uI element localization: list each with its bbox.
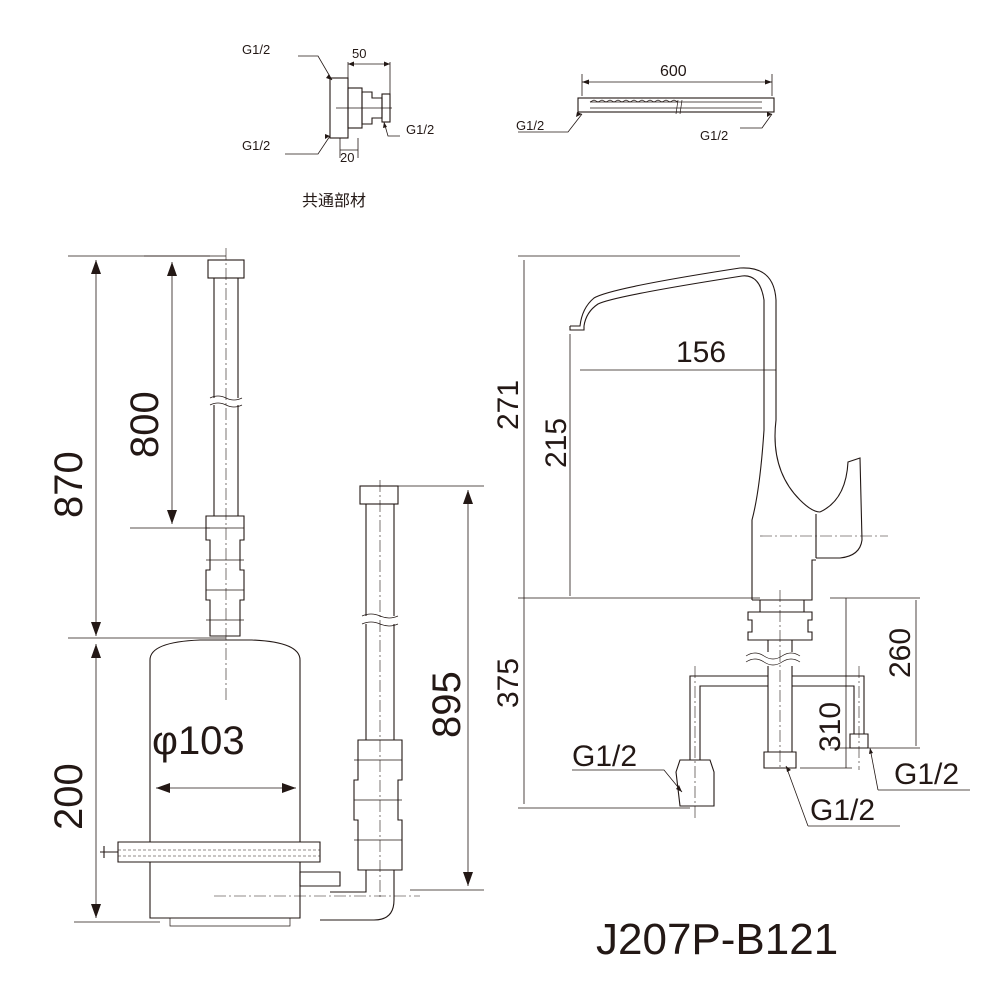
faucet-shank-310-label: 310 (814, 702, 847, 752)
filter-unit-drawing (68, 248, 484, 927)
filter-overall-height-label: 870 (47, 451, 91, 518)
filter-pipe-length-label: 800 (123, 391, 167, 458)
faucet-below-counter-label: 375 (492, 658, 525, 708)
filter-housing-diameter-label: φ103 (152, 719, 245, 763)
common-parts-caption: 共通部材 (302, 192, 366, 210)
hose-g-right-label: G1/2 (700, 128, 728, 143)
faucet-g-right-label: G1/2 (894, 758, 959, 791)
filter-outlet-height-label: 895 (425, 671, 469, 738)
hose-length-label: 600 (660, 63, 687, 80)
faucet-g-center-label: G1/2 (810, 794, 875, 827)
faucet-shank-260-label: 260 (884, 628, 917, 678)
adapter-width-label: 50 (352, 46, 366, 61)
hose-g-left-label: G1/2 (516, 118, 544, 133)
faucet-spout-reach-label: 156 (676, 336, 726, 369)
model-number: J207P-B121 (596, 915, 838, 964)
adapter-g-right-label: G1/2 (406, 122, 434, 137)
adapter-g-top-label: G1/2 (242, 42, 270, 57)
faucet-drawing (518, 255, 970, 827)
adapter-g-bottom-label: G1/2 (242, 138, 270, 153)
filter-housing-height-label: 200 (47, 763, 91, 830)
faucet-spout-clearance-label: 215 (540, 418, 573, 468)
faucet-g-left-label: G1/2 (572, 740, 637, 773)
hose-drawing (518, 74, 775, 133)
adapter-depth-label: 20 (340, 150, 354, 165)
faucet-spout-height-label: 271 (492, 380, 525, 430)
adapter-drawing (285, 55, 400, 158)
